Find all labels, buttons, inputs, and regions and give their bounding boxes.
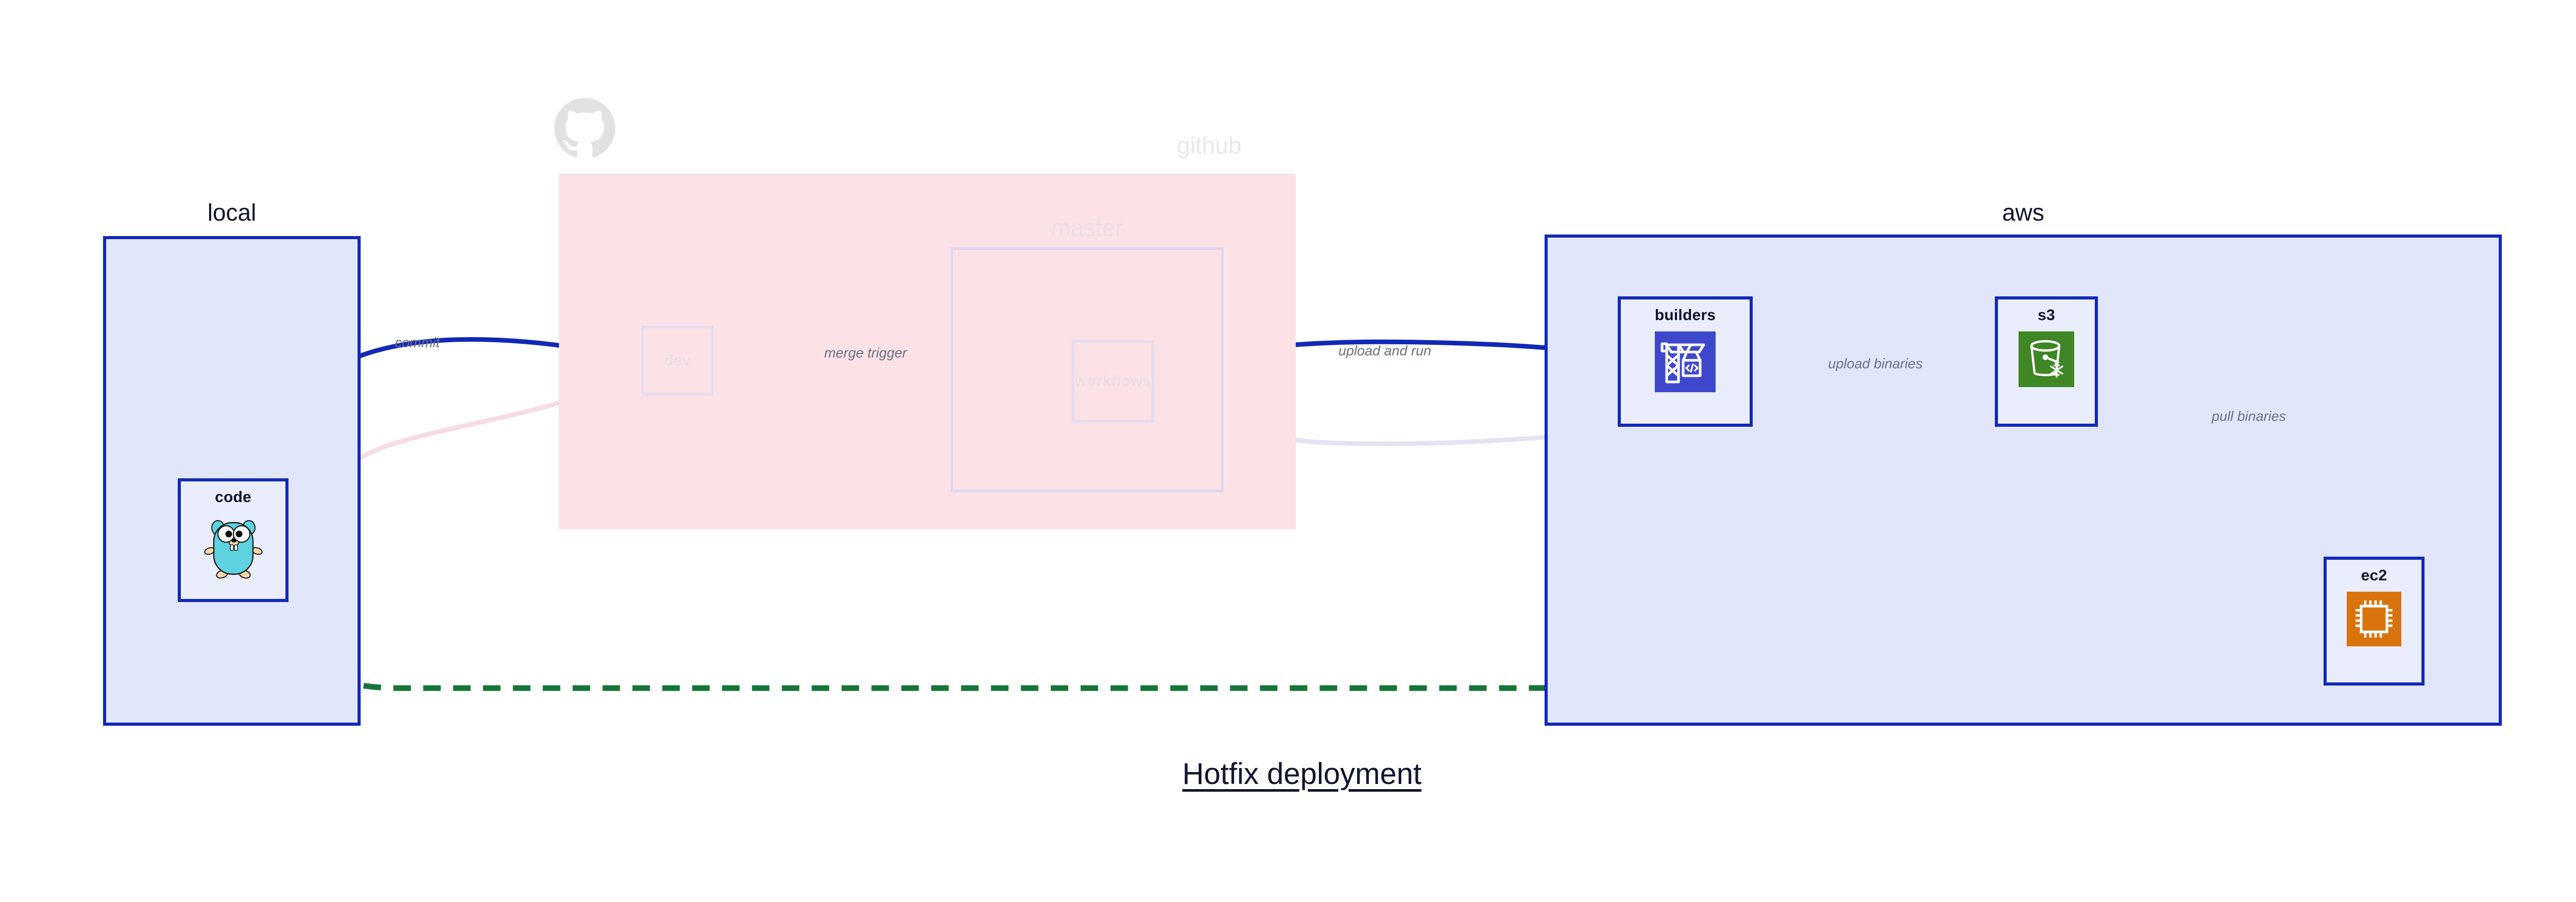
group-title-master: master xyxy=(1050,214,1124,241)
node-s3[interactable]: s3 xyxy=(1995,296,2098,427)
node-ec2[interactable]: ec2 xyxy=(2324,557,2425,686)
node-workflows-label: workflows xyxy=(1074,373,1151,390)
edge-label-commit: commit xyxy=(395,335,440,350)
node-dev-label: dev xyxy=(664,352,691,369)
node-dev[interactable]: dev xyxy=(641,326,714,395)
node-builders[interactable]: builders xyxy=(1618,296,1753,427)
go-gopher-icon xyxy=(204,520,263,579)
github-octocat-icon xyxy=(554,98,615,158)
node-builders-label: builders xyxy=(1654,307,1716,324)
node-workflows[interactable]: workflows xyxy=(1072,340,1154,423)
node-s3-label: s3 xyxy=(2038,307,2055,324)
aws-ec2-icon xyxy=(2347,592,2401,646)
edge-label-merge-trigger: merge trigger xyxy=(824,345,907,361)
edge-label-upload-binaries: upload binaries xyxy=(1828,356,1923,372)
group-title-aws: aws xyxy=(2002,199,2044,226)
edge-label-upload-and-run: upload and run xyxy=(1338,343,1432,359)
figure-caption: Hotfix deployment xyxy=(1182,757,1422,791)
node-ec2-label: ec2 xyxy=(2361,567,2387,584)
group-title-github: github xyxy=(1177,132,1242,159)
edge-label-pull-binaries: pull binaries xyxy=(2211,408,2286,424)
node-code[interactable]: code xyxy=(178,478,289,602)
aws-s3-glacier-icon xyxy=(2019,331,2074,387)
node-code-label: code xyxy=(215,489,251,506)
group-github xyxy=(559,174,1296,529)
group-master xyxy=(951,247,1224,492)
group-title-local: local xyxy=(207,199,257,226)
aws-codebuild-icon xyxy=(1655,331,1716,392)
